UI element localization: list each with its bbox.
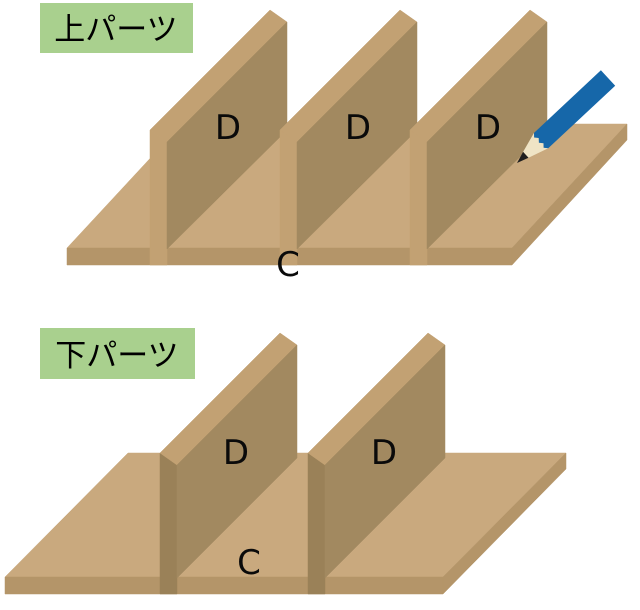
upper-assembly: 上パーツ D D <box>40 3 628 285</box>
upper-parts-badge <box>40 3 193 53</box>
lower-parts-badge-label: 下パーツ <box>55 338 178 374</box>
panel-label: D <box>345 108 371 148</box>
lower-base-front-edge <box>4 576 444 595</box>
upper-parts-badge-label: 上パーツ <box>54 12 177 48</box>
lower-base-right-edge <box>442 452 567 595</box>
panel-front-edge <box>409 129 428 266</box>
pencil-wood-tip <box>523 132 549 158</box>
upper-panel-1: D <box>149 9 288 266</box>
lower-panel-2: D <box>307 332 446 595</box>
upper-panel-3: D <box>409 9 548 266</box>
panel-label: D <box>223 433 249 473</box>
panel-side-face <box>324 344 446 579</box>
upper-base-right-edge <box>511 123 628 266</box>
base-label: C <box>276 245 300 285</box>
panel-label: D <box>475 108 501 148</box>
panel-label: D <box>371 433 397 473</box>
upper-panel-2: D <box>279 9 418 266</box>
panel-front-edge <box>149 129 168 266</box>
lower-base-top-face <box>4 452 567 578</box>
pencil-body <box>534 70 616 149</box>
pencil-icon <box>517 70 616 163</box>
base-label: C <box>237 543 261 583</box>
panel-label: D <box>215 108 241 148</box>
panel-front-edge <box>159 452 178 595</box>
pencil-lead-tip <box>517 151 529 163</box>
lower-assembly: 下パーツ D D C <box>4 328 567 595</box>
lower-parts-badge <box>40 328 195 379</box>
panel-side-face <box>176 344 298 579</box>
panel-front-edge <box>307 452 326 595</box>
lower-panel-1: D <box>159 332 298 595</box>
